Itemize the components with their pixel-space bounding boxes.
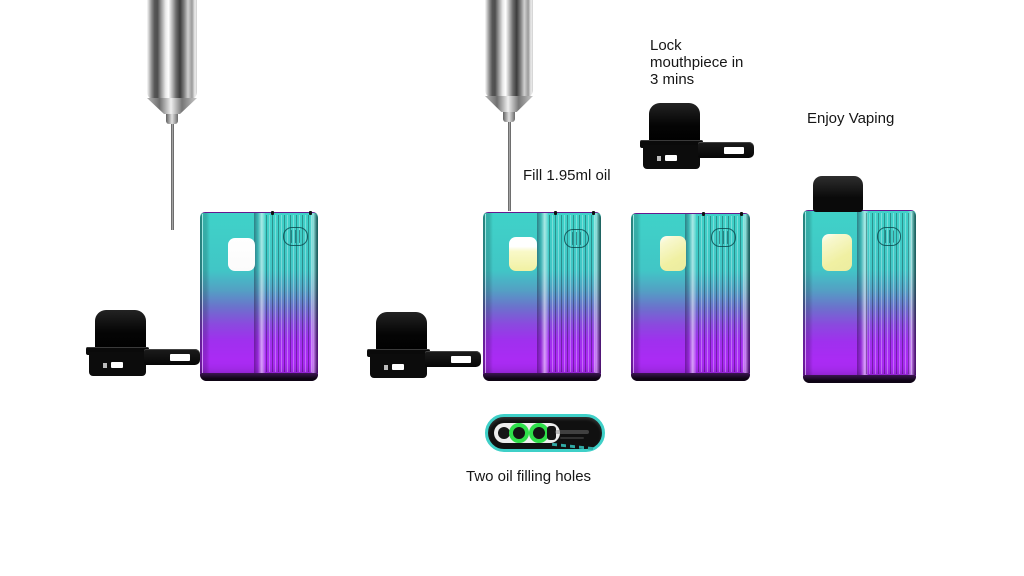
vape-device-assembled <box>803 176 916 383</box>
gloss-streak <box>555 430 589 434</box>
mouthpiece-flange <box>367 349 430 357</box>
airflow-grille-icon <box>564 229 589 248</box>
top-notch <box>554 211 557 215</box>
syringe-needle <box>507 122 511 211</box>
mouthpiece-bottom-view <box>485 414 605 452</box>
mouthpiece-icon <box>367 312 482 378</box>
airflow-grille-icon <box>283 227 308 246</box>
syringe-nozzle <box>503 112 515 122</box>
oil-filling-hole-icon <box>529 423 549 443</box>
device-groove <box>685 214 696 373</box>
device-right-edge <box>310 213 318 373</box>
device-left-edge <box>631 214 641 373</box>
two-holes-label: Two oil filling holes <box>466 468 592 485</box>
oil-window-full <box>660 236 686 271</box>
top-notch <box>740 212 743 216</box>
mouthpiece-slot <box>170 354 190 361</box>
vape-device-filling <box>483 211 601 381</box>
mouthpiece-cap <box>649 103 700 143</box>
mouthpiece-mark-dot <box>103 363 107 368</box>
syringe-icon <box>147 0 197 230</box>
mouthpiece-mark-rect <box>111 362 123 368</box>
mouthpiece-icon <box>86 310 201 376</box>
syringe-cone <box>485 96 533 112</box>
filling-port-insert <box>494 423 560 443</box>
mouthpiece-cap <box>376 312 427 352</box>
device-right-edge <box>593 213 601 373</box>
lock-label-line1: Lock <box>650 37 682 54</box>
oil-filling-hole-icon <box>509 423 529 443</box>
device-right-edge <box>742 214 750 373</box>
enjoy-vaping-label: Enjoy Vaping <box>807 110 895 127</box>
device-base <box>483 373 601 381</box>
teal-edge-dashes <box>551 442 595 451</box>
lock-mouthpiece-label: Lock mouthpiece in 3 mins <box>650 37 743 88</box>
device-right-edge <box>908 211 916 375</box>
oil-window-full <box>822 234 852 271</box>
attached-mouthpiece-cap <box>813 176 863 212</box>
lock-label-line3: 3 mins <box>650 71 695 88</box>
syringe-icon <box>485 0 533 211</box>
vape-device-filled <box>631 212 750 381</box>
mouthpiece-mark-rect <box>392 364 404 370</box>
top-notch <box>309 211 312 215</box>
device-base <box>200 373 318 381</box>
syringe-barrel <box>485 0 533 98</box>
lock-label-line2: mouthpiece in <box>650 54 744 71</box>
mouthpiece-mark-dot <box>657 156 661 161</box>
device-left-edge <box>803 211 813 375</box>
top-notch <box>592 211 595 215</box>
syringe-nozzle <box>166 114 178 124</box>
device-base <box>631 373 750 381</box>
locking-slot-icon <box>547 426 556 440</box>
device-left-edge <box>200 213 210 373</box>
mouthpiece-flange <box>86 347 149 355</box>
syringe-barrel <box>147 0 197 100</box>
device-base <box>803 375 916 383</box>
mouthpiece-slot <box>724 147 744 154</box>
airflow-grille-icon <box>877 227 901 246</box>
oil-window-filling <box>509 237 537 271</box>
mouthpiece-mark-dot <box>384 365 388 370</box>
oil-window-empty <box>228 238 255 271</box>
mouthpiece-mark-rect <box>665 155 677 161</box>
airflow-hole-icon <box>498 427 510 439</box>
device-groove <box>537 213 548 373</box>
mouthpiece-cap <box>95 310 146 350</box>
vape-device-empty <box>200 211 318 381</box>
device-left-edge <box>483 213 493 373</box>
top-notch <box>702 212 705 216</box>
top-notch <box>271 211 274 215</box>
airflow-grille-icon <box>711 228 736 247</box>
syringe-needle <box>170 124 174 230</box>
mouthpiece-flange <box>640 140 703 148</box>
gloss-streak <box>560 437 584 439</box>
fill-oil-label: Fill 1.95ml oil <box>523 167 611 184</box>
mouthpiece-slot <box>451 356 471 363</box>
mouthpiece-icon <box>640 103 755 169</box>
device-groove <box>254 213 265 373</box>
syringe-cone <box>147 98 197 114</box>
device-groove <box>857 211 868 375</box>
